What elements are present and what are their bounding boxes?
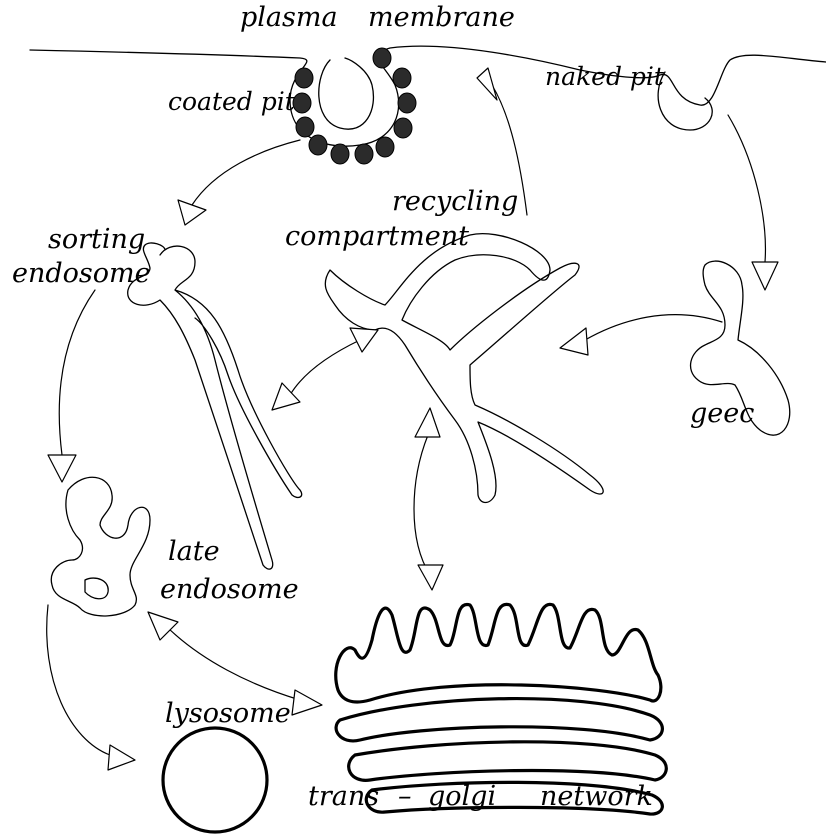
label-late: late [168,536,220,567]
clathrin-coat [293,48,416,164]
label-naked-pit: naked pit [545,62,665,91]
label-sorting: sorting [48,224,145,255]
late-endosome [51,477,150,616]
label-sorting-endosome: endosome [12,258,151,289]
coated-pit-membrane [319,58,374,129]
lysosome [163,728,267,832]
label-trans: trans [308,781,379,812]
plasma-membrane [30,46,826,146]
recycling-compartment [325,234,603,503]
label-recycling: recycling [392,186,518,217]
label-plasma: plasma [240,2,338,33]
label-geec: geec [690,398,754,429]
label-compartment: compartment [285,221,469,252]
label-membrane: membrane [368,2,515,33]
label-coated-pit: coated pit [168,87,296,116]
label-dash: – [398,781,412,812]
label-late-endosome: endosome [160,574,299,605]
pathway-arrows [47,68,778,770]
label-golgi: golgi [428,781,496,812]
naked-pit-membrane [658,72,712,130]
label-lysosome: lysosome [165,698,291,729]
label-network: network [540,781,653,812]
